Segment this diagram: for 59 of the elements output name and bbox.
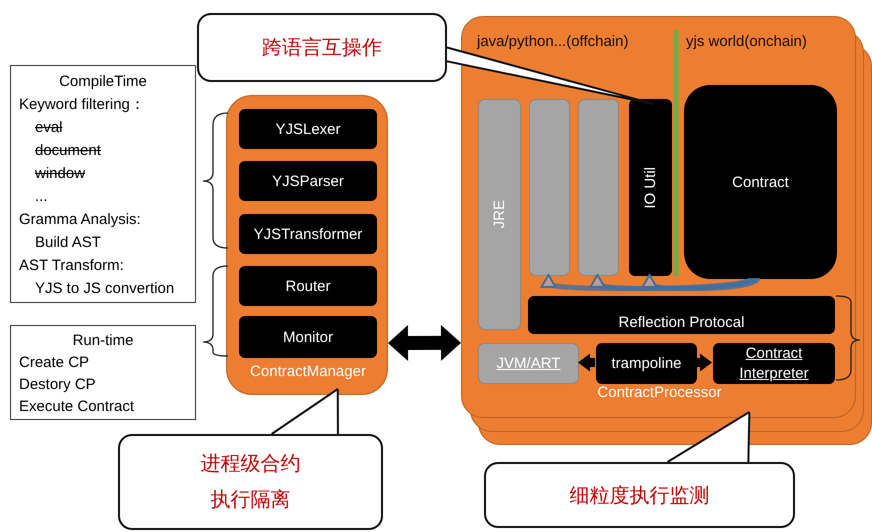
module-label: YJSParser — [272, 172, 344, 190]
module-label: YJSLexer — [275, 120, 341, 138]
panel-title: ContractManager — [249, 363, 367, 380]
module-label: trampoline — [611, 355, 682, 372]
runtime-box — [478, 343, 579, 384]
vertical-label: JRE — [491, 200, 508, 229]
callout-bubble — [197, 13, 447, 82]
module-label: YJSTransformer — [254, 226, 362, 242]
list-item: Keyword filtering： — [18, 95, 146, 115]
list-item: Gramma Analysis: — [18, 210, 142, 230]
module-label: Contract Interpreter — [738, 344, 810, 384]
module-bar — [629, 99, 672, 276]
module-label: JVM/ART — [496, 355, 560, 372]
arrow — [578, 354, 595, 372]
module-label: Monitor — [282, 328, 334, 346]
callout-pointer — [446, 46, 655, 105]
list-item: eval — [34, 118, 64, 138]
arrow — [388, 324, 461, 362]
component-panel — [461, 16, 856, 418]
runtime-bar — [578, 99, 619, 276]
list-item: Execute Contract — [18, 397, 136, 417]
arrow — [539, 276, 754, 293]
text-box — [10, 325, 196, 420]
list-item: Destory CP — [18, 375, 97, 395]
module-box — [239, 316, 377, 358]
contract-box — [684, 85, 837, 279]
list-item: AST Transform: — [18, 256, 125, 276]
module-box — [528, 296, 835, 334]
list-item: window — [34, 164, 86, 184]
list-item: YJS to JS convertion — [34, 279, 176, 299]
panel-title: yjs world(onchain) — [686, 33, 808, 50]
module-box — [239, 161, 377, 201]
runtime-bar — [478, 99, 521, 330]
arrow — [696, 354, 712, 372]
list-item: document — [34, 141, 102, 161]
module-label: Reflection Protocal — [618, 314, 744, 331]
module-box — [239, 109, 377, 149]
panel-title: ContractProcessor — [596, 384, 723, 401]
component-panel — [226, 95, 388, 395]
list-item: Build AST — [34, 233, 102, 253]
arrow — [588, 276, 757, 293]
module-box — [596, 343, 697, 384]
list-item: ... — [34, 187, 49, 207]
module-box — [239, 214, 377, 254]
module-label: Contract — [732, 174, 789, 190]
callout-text: 细粒度执行监测 — [570, 484, 710, 508]
list-heading: Run-time — [72, 331, 134, 351]
list-item: Create CP — [18, 353, 90, 373]
callout-text: 进程级合约执行隔离 — [200, 452, 302, 513]
text-box — [10, 65, 196, 303]
list-heading: CompileTime — [58, 72, 148, 92]
module-box — [239, 266, 377, 306]
callout-pointer — [270, 388, 339, 435]
module-label: Router — [285, 278, 331, 294]
runtime-bar — [529, 99, 570, 276]
panel-title: java/python...(offchain) — [477, 33, 630, 50]
vertical-label: IO Util — [642, 166, 659, 208]
callout-text: 跨语言互操作 — [262, 36, 382, 61]
module-box — [713, 343, 835, 384]
